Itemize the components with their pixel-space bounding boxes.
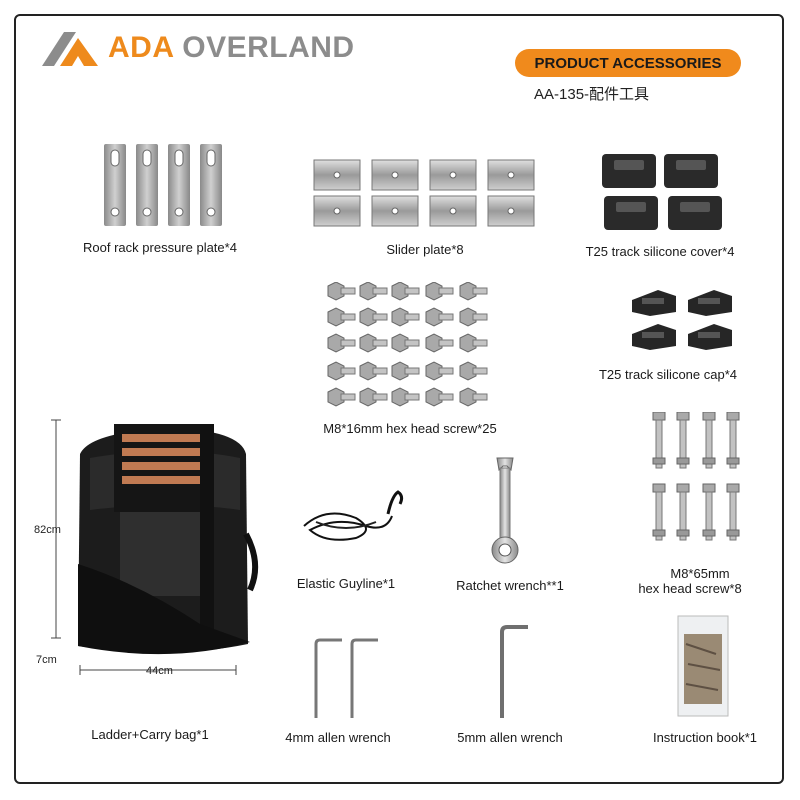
ladder-bag-label: Ladder+Carry bag*1: [91, 727, 209, 742]
brand-word-ada: ADA: [108, 31, 174, 64]
ladder-bag-image: [51, 419, 259, 675]
mountain-logo-icon: [42, 32, 98, 66]
hex65-screw-label-line1: M8*65mm: [670, 566, 730, 581]
track-cap-image: [632, 290, 732, 350]
ladder-width-dimension: 44cm: [146, 665, 173, 677]
ratchet-wrench-label: Ratchet wrench**1: [456, 578, 564, 593]
product-accessories-badge: PRODUCT ACCESSORIES: [515, 49, 741, 77]
hex65-screw-image: [652, 412, 740, 541]
allen5-wrench-image: [500, 625, 528, 718]
ladder-depth-dimension: 7cm: [36, 654, 57, 666]
allen4-wrench-image: [314, 638, 378, 718]
ladder-height-dimension: 82cm: [34, 524, 61, 536]
hex16-screw-label: M8*16mm hex head screw*25: [323, 421, 497, 436]
instruction-book-image: [677, 615, 729, 717]
track-cover-label: T25 track silicone cover*4: [585, 244, 735, 259]
track-cover-image: [602, 154, 722, 230]
brand-word-overland: OVERLAND: [182, 31, 355, 64]
track-cap-label: T25 track silicone cap*4: [598, 367, 737, 382]
slider-plate-label: Slider plate*8: [386, 242, 464, 257]
pressure-plate-image: [104, 144, 222, 226]
product-code: AA-135-配件工具: [534, 86, 650, 103]
brand-name: ADA OVERLAND: [108, 31, 355, 65]
hex16-screw-image: [327, 282, 488, 407]
allen4-wrench-label: 4mm allen wrench: [285, 730, 391, 745]
hex65-screw-label-line2: hex head screw*8: [638, 581, 742, 596]
guyline-image: [303, 490, 404, 541]
guyline-label: Elastic Guyline*1: [296, 576, 396, 591]
allen5-wrench-label: 5mm allen wrench: [457, 730, 563, 745]
ratchet-wrench-image: [491, 457, 519, 564]
instruction-book-label: Instruction book*1: [652, 730, 758, 745]
brand-logo: ADA OVERLAND: [42, 30, 355, 66]
slider-plate-image: [313, 159, 535, 227]
pressure-plate-label: Roof rack pressure plate*4: [83, 240, 237, 255]
